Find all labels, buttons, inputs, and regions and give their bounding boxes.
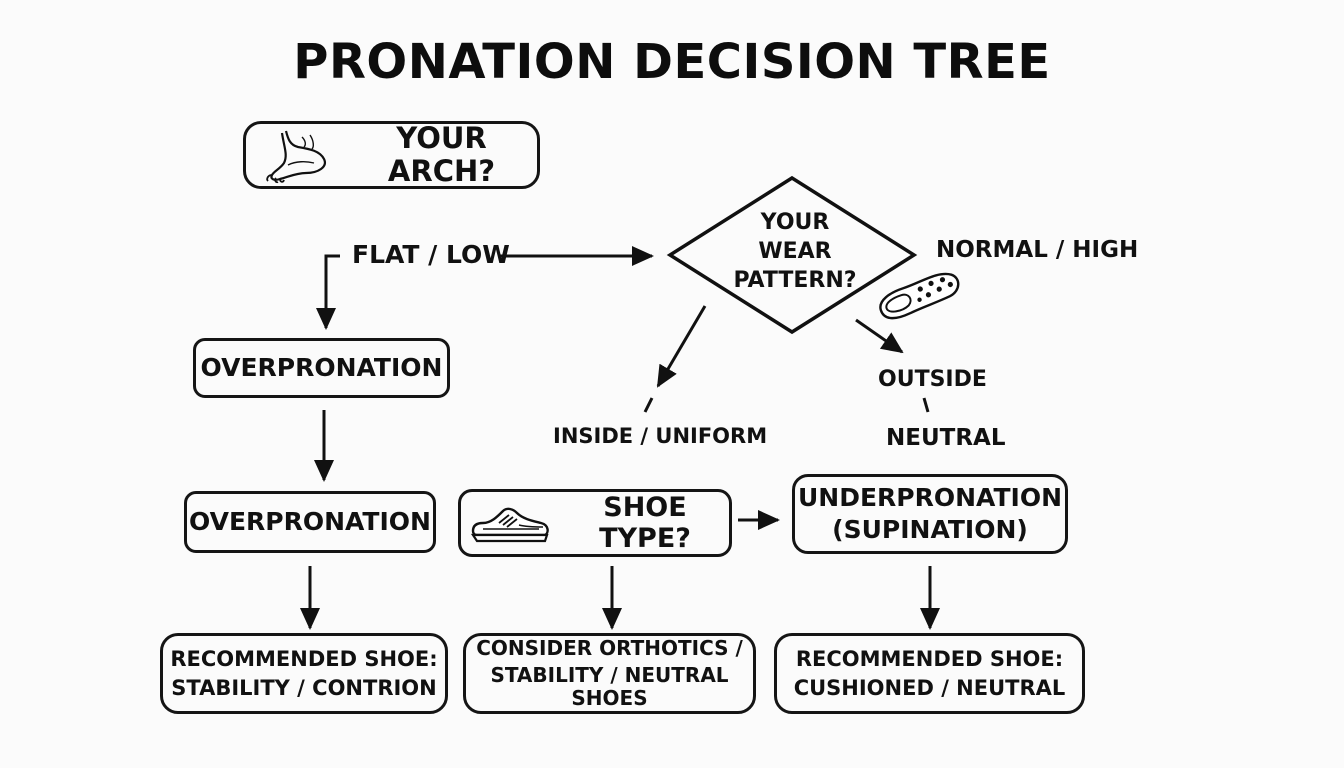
edge-label-inside-uniform: INSIDE / UNIFORM [553,424,768,448]
underpronation-box: UNDERPRONATION (SUPINATION) [792,474,1068,554]
rec-stability-box: RECOMMENDED SHOE: STABILITY / CONTRION [160,633,448,714]
arch-question-label: YOUR ARCH? [387,120,496,188]
edge-label-outside: OUTSIDE [878,367,987,392]
edge-label-normal-high: NORMAL / HIGH [936,237,1139,263]
underpronation-line-2: (SUPINATION) [832,514,1028,544]
sneaker-icon [469,501,551,545]
rec-cushioned-line-2: CUSHIONED / NEUTRAL [793,675,1066,700]
overpronation-label-2: OVERPRONATION [189,506,431,536]
diagram-title: PRONATION DECISION TREE [293,34,1051,90]
overpronation-box-1: OVERPRONATION [193,338,450,398]
shoe-type-box: SHOE TYPE? [458,489,732,557]
rec-stability-line-1: RECOMMENDED SHOE: [170,647,438,672]
dash-outside [922,397,930,413]
rec-stability-line-2: STABILITY / CONTRION [171,675,437,700]
wear-pattern-line-3: PATTERN? [733,268,857,293]
shoe-type-label: SHOE TYPE? [599,491,691,554]
wear-pattern-line-1: YOUR [760,210,830,235]
wear-pattern-line-2: WEAR [758,239,832,264]
shoe-sole-icon [872,268,964,322]
foot-icon [258,125,334,185]
rec-orthotics-box: CONSIDER ORTHOTICS / STABILITY / NEUTRAL… [463,633,756,714]
rec-orthotics-line-1: CONSIDER ORTHOTICS / [476,636,743,660]
wear-pattern-diamond [666,175,918,335]
edge-label-neutral: NEUTRAL [886,425,1006,451]
rec-cushioned-line-1: RECOMMENDED SHOE: [795,647,1064,672]
wear-pattern-question: YOUR WEAR PATTERN? [700,208,890,295]
dash-inside [643,397,654,413]
edge-label-flat-low: FLAT / LOW [352,240,510,269]
overpronation-box-2: OVERPRONATION [184,491,436,553]
arrow-diamond-to-inside [656,305,707,388]
arrow-diamond-to-outside [855,318,904,354]
overpronation-label-1: OVERPRONATION [200,352,443,382]
rec-orthotics-line-2: STABILITY / NEUTRAL SHOES [490,663,729,710]
rec-cushioned-box: RECOMMENDED SHOE: CUSHIONED / NEUTRAL [774,633,1085,714]
underpronation-line-1: UNDERPRONATION [798,482,1062,512]
arch-question-box: YOUR ARCH? [243,121,540,189]
arrow-flat-to-overpronation [316,254,340,330]
